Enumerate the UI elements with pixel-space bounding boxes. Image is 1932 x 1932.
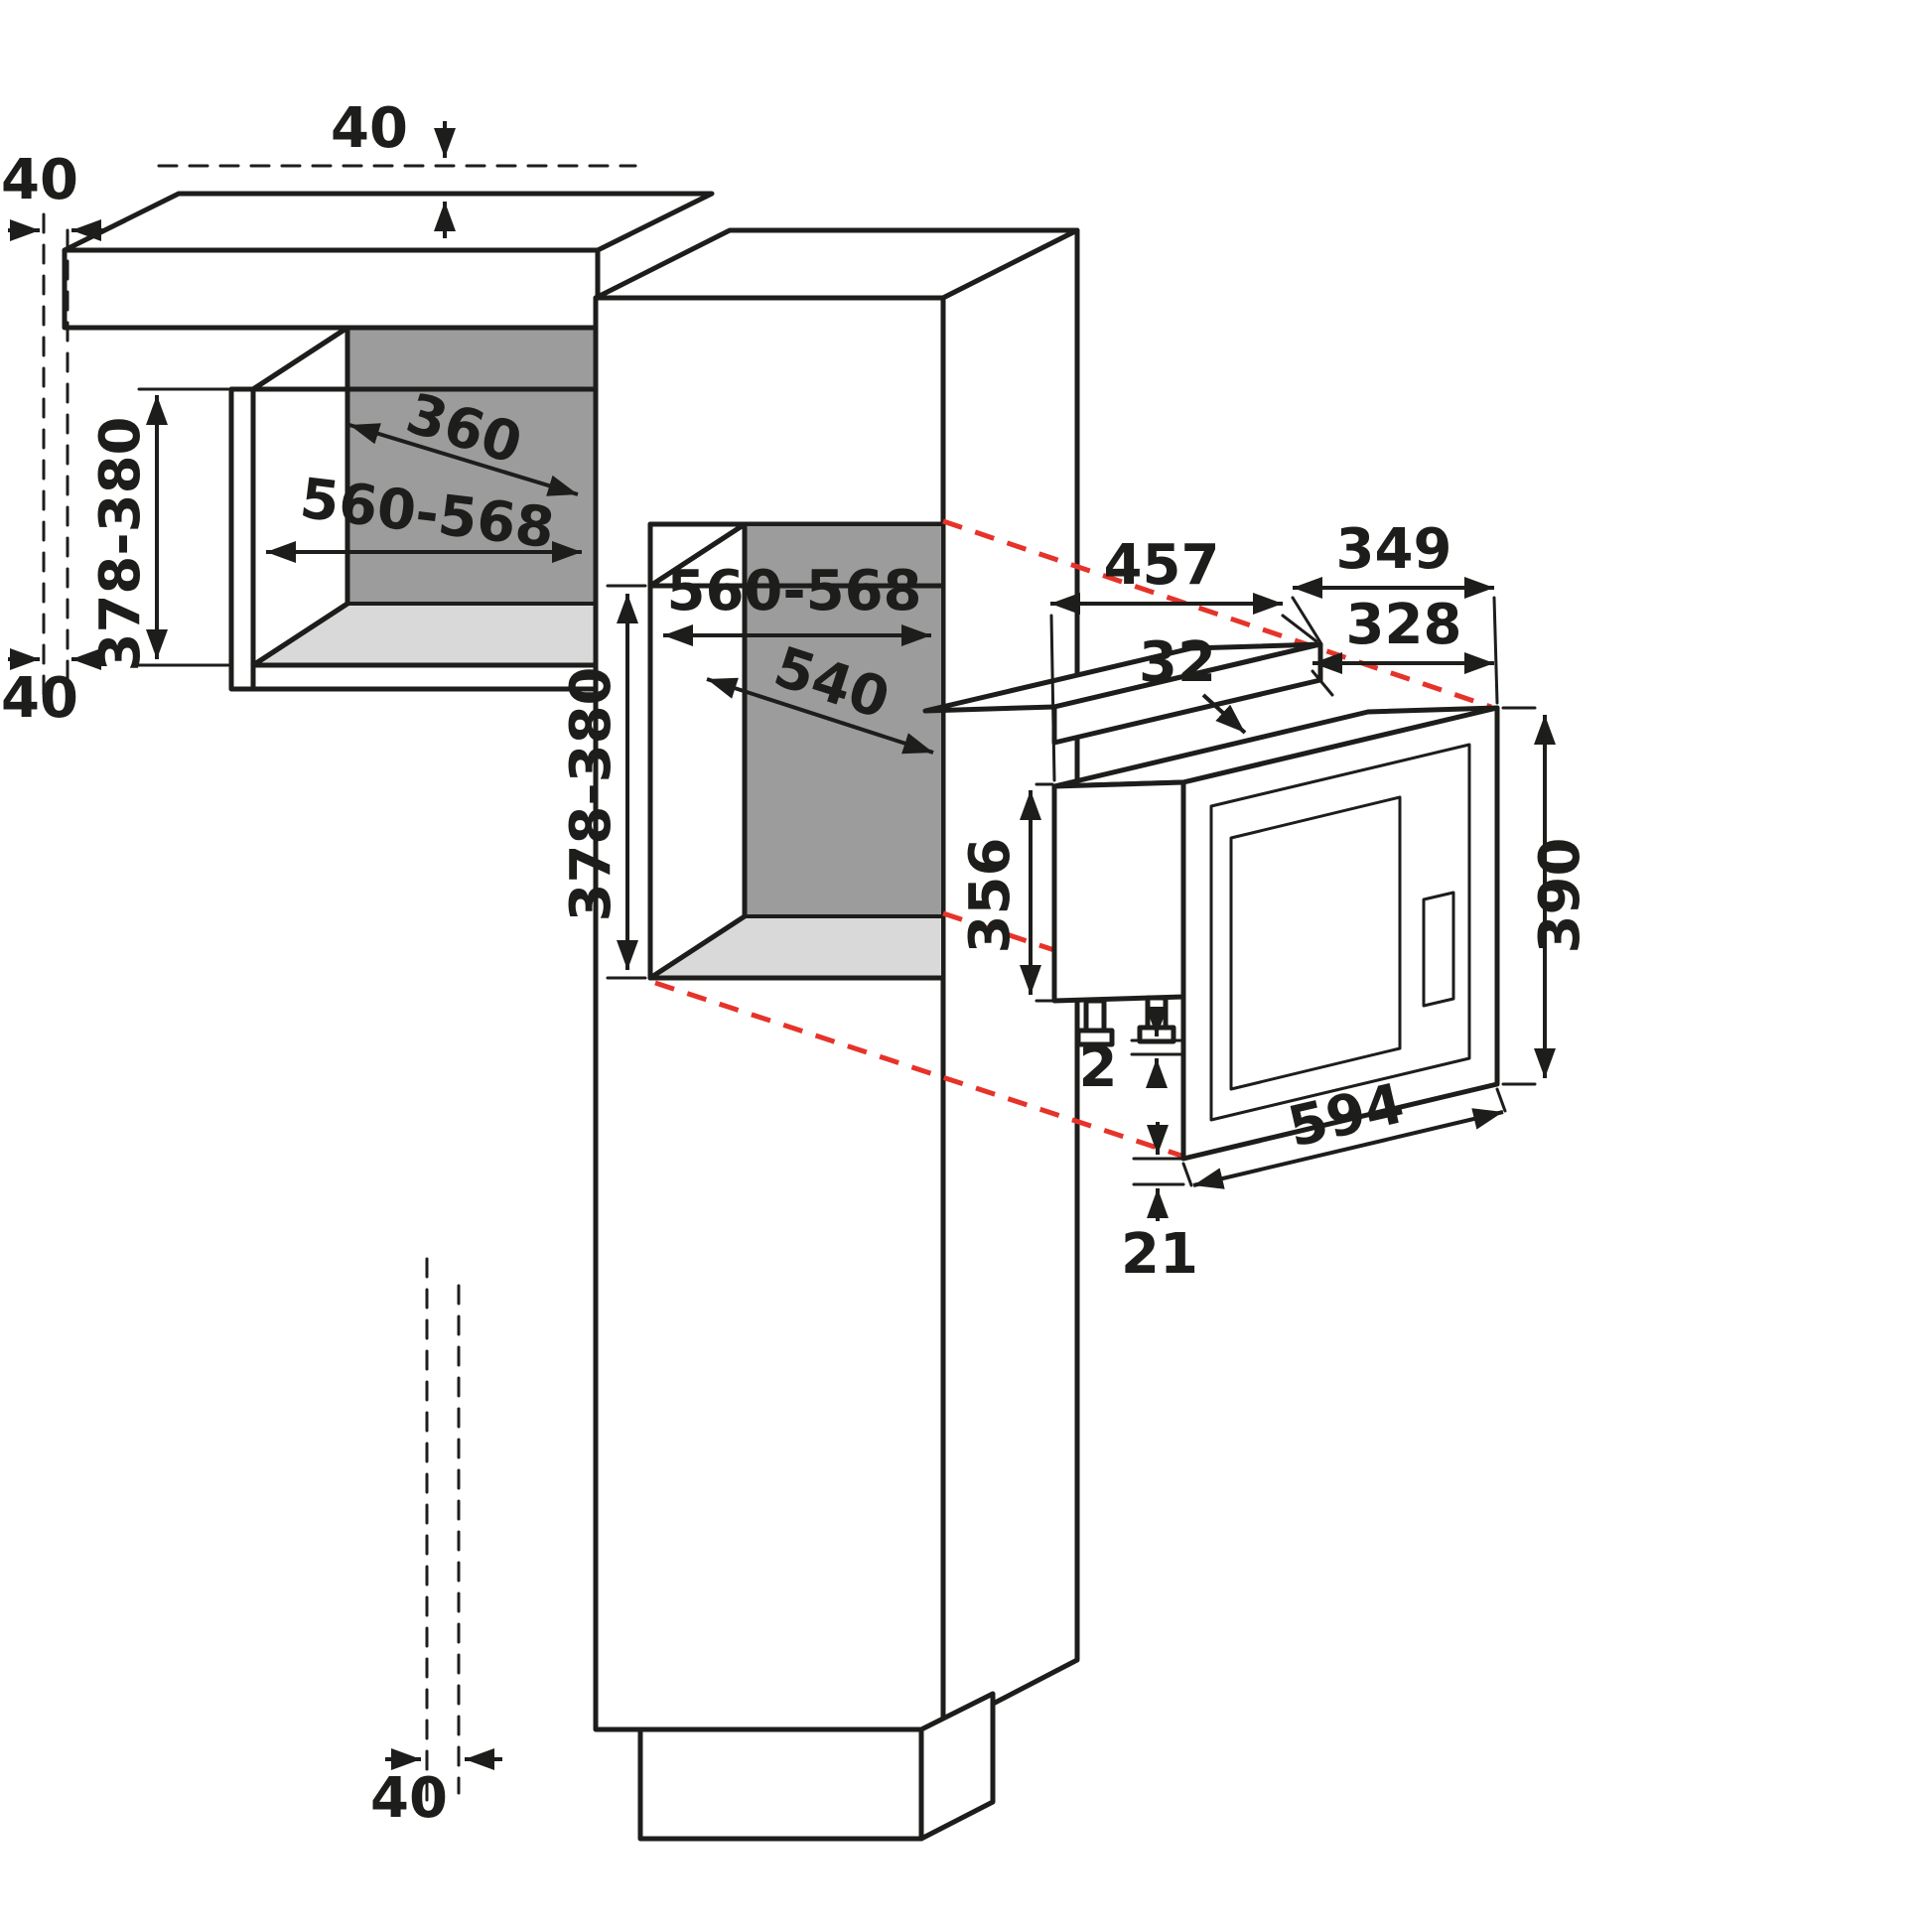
dim-32: 32	[1139, 630, 1216, 695]
dim-21: 21	[1121, 1222, 1198, 1287]
tall-cabinet-plinth-front	[637, 1726, 924, 1842]
wall-cabinet-top-face	[62, 191, 715, 253]
dim-560-568-tall: 560-568	[666, 559, 921, 623]
dim-356: 356	[958, 838, 1023, 954]
wall-cabinet-slab-front	[62, 247, 601, 331]
microwave-control-panel	[1422, 891, 1455, 1008]
tall-niche-top-left-patch	[647, 521, 748, 589]
microwave-body-left-face	[1051, 779, 1186, 1004]
wall-cabinet-left-panel	[228, 386, 256, 692]
wall-cabinet-bottom-panel	[250, 662, 599, 692]
microwave-door-inner-frame	[1209, 743, 1471, 1122]
tall-cabinet-plinth-side	[918, 1691, 996, 1842]
dim-390: 390	[1528, 838, 1592, 954]
dim-40-left-bottom: 40	[1, 666, 78, 731]
dim-457: 457	[1104, 533, 1220, 598]
dim-378-380-tall: 378-380	[559, 666, 623, 921]
tall-cabinet-front-face	[593, 295, 946, 1732]
projection-line-middle	[942, 910, 1055, 953]
microwave-door	[1180, 705, 1500, 1162]
dim-40-left-top: 40	[1, 148, 78, 212]
dim-40-top: 40	[331, 96, 408, 161]
dim-378-380-wall: 378-380	[88, 416, 153, 671]
dim-2: 2	[1079, 1035, 1118, 1100]
projection-line-bottom	[654, 980, 1182, 1159]
dim-349: 349	[1336, 517, 1452, 582]
microwave-door-window	[1229, 795, 1402, 1091]
dimension-annotations: 40 40 40 360 560-568 378-380 560-568 540…	[1, 96, 1592, 1831]
dim-40-bottom: 40	[370, 1766, 448, 1831]
microwave-drawing	[922, 641, 1500, 1162]
dim-328: 328	[1346, 593, 1462, 657]
wall-cabinet-drawing	[42, 164, 715, 697]
